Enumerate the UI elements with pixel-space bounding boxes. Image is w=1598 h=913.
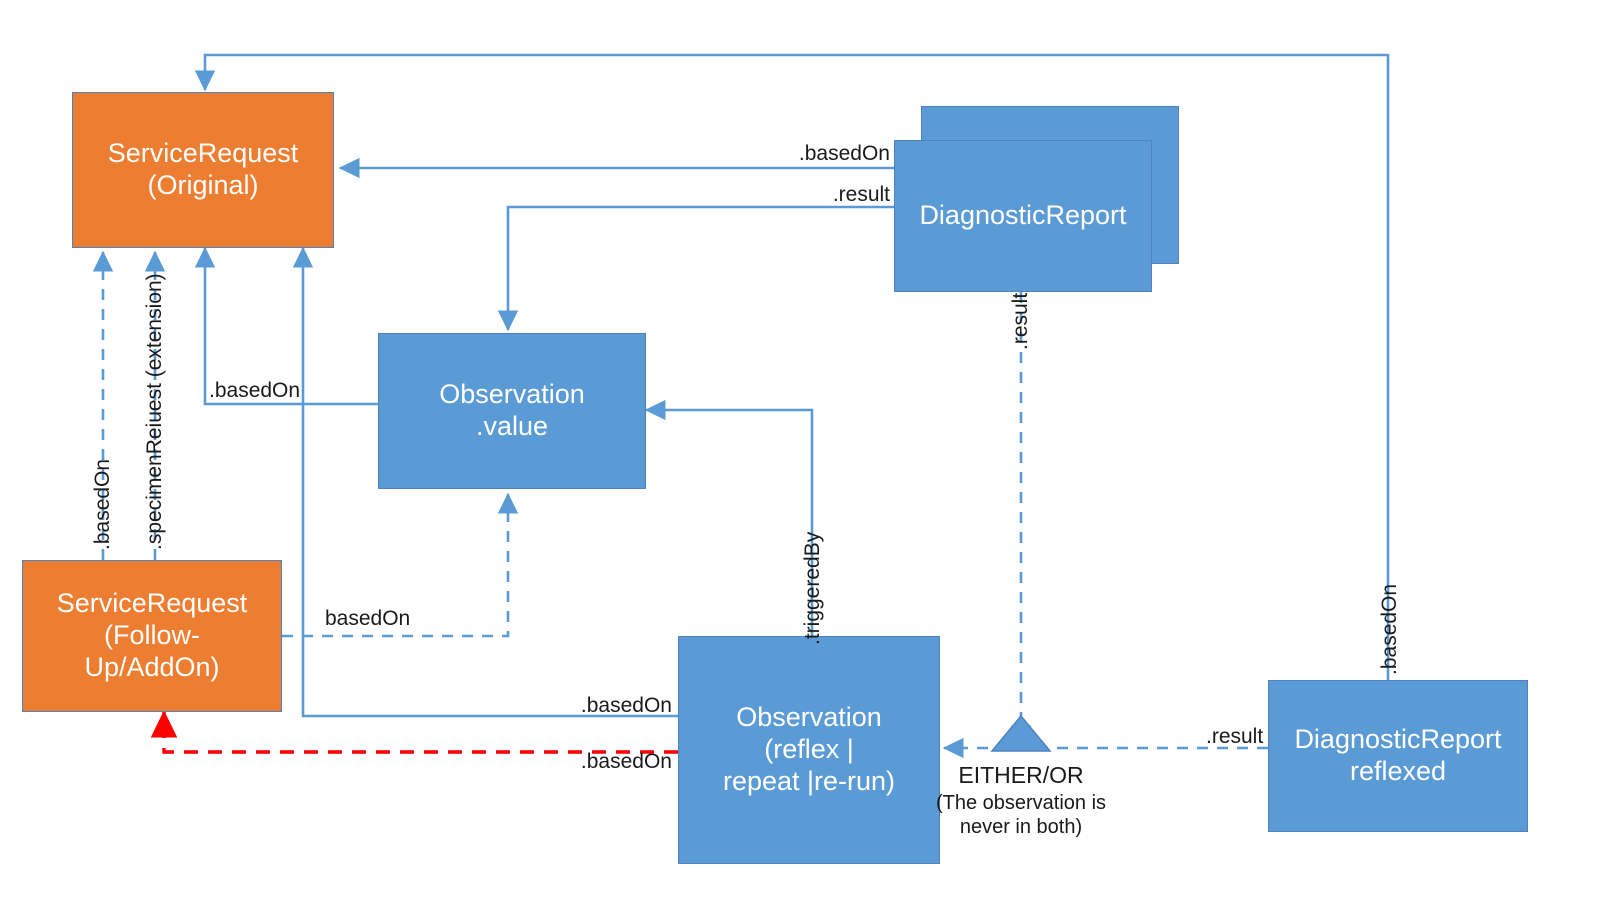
edge-label-followup-specimenrequest: .specimenReiuest (extension): [143, 273, 166, 550]
edge-label-followup-basedon-dashed: basedOn: [325, 607, 411, 630]
edge-label-report-result-vertical: .result: [1009, 292, 1032, 350]
node-diagnostic-report[interactable]: DiagnosticReport: [894, 140, 1152, 292]
edge-label-observation-reflex-basedon: .basedOn: [580, 694, 672, 717]
node-label: ServiceRequest (Follow- Up/AddOn): [56, 588, 248, 682]
edge-label-followup-basedon-vertical: .basedOn: [91, 458, 114, 550]
edge-label-observation-reflex-basedon-red: .basedOn: [580, 750, 672, 773]
either-or-note-line-2: never in both): [959, 816, 1083, 838]
edge-label-observation-triggeredby: .triggeredBy: [801, 531, 824, 645]
node-diagnostic-report-reflexed[interactable]: DiagnosticReport reflexed: [1268, 680, 1528, 832]
edge-label-observation-value-basedon: .basedOn: [209, 379, 301, 402]
node-service-request-followup[interactable]: ServiceRequest (Follow- Up/AddOn): [22, 560, 282, 712]
node-service-request-original[interactable]: ServiceRequest (Original): [72, 92, 334, 248]
either-or-junction-triangle: [990, 714, 1052, 752]
node-label: DiagnosticReport reflexed: [1294, 724, 1502, 786]
edge-report-result-to-observation-value: [497, 205, 920, 332]
edge-label-report-basedon: .basedOn: [798, 142, 890, 165]
node-observation-reflex[interactable]: Observation (reflex | repeat |re-run): [678, 636, 940, 864]
node-label: Observation (reflex | repeat |re-run): [722, 702, 896, 796]
edge-label-report-result: .result: [832, 183, 890, 206]
either-or-title: EITHER/OR: [958, 762, 1084, 788]
node-label: Observation .value: [439, 379, 585, 441]
node-observation-value[interactable]: Observation .value: [378, 333, 646, 489]
either-or-note-line-1: (The observation is: [935, 792, 1107, 814]
edge-label-reflexed-result: .result: [1206, 725, 1264, 748]
edge-label-reflexed-basedon-vertical: .basedOn: [1378, 583, 1401, 675]
node-label: DiagnosticReport: [919, 200, 1127, 231]
node-label: ServiceRequest (Original): [107, 138, 299, 200]
edge-observation-triggeredby: [644, 399, 814, 636]
